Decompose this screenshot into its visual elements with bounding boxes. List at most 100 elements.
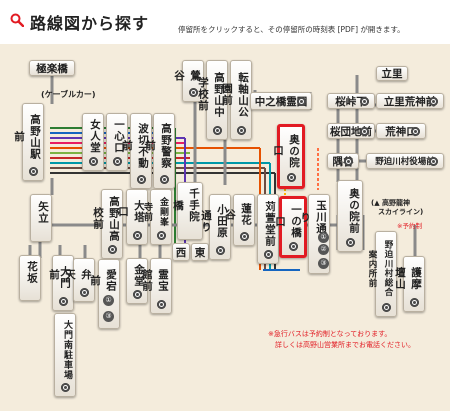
stop-gokurakubashi[interactable]: 極楽橋: [29, 60, 75, 76]
page-title: 路線図から探す: [30, 14, 150, 33]
stop-pin: [132, 290, 142, 299]
stop-pin: [381, 303, 391, 312]
stop-nosegawa-info[interactable]: 野迫川村総合案内所前: [367, 231, 397, 317]
stop-koyasan-eki[interactable]: 高野山駅前: [13, 103, 44, 181]
tamagawa-platform-2[interactable]: ②: [318, 244, 329, 255]
stop-sumida[interactable]: 隅谷: [327, 153, 359, 169]
stop-bentenmae[interactable]: 弁天前: [48, 258, 95, 302]
stop-namikiri[interactable]: 波切不動前: [121, 113, 152, 189]
stop-label: 女人堂: [89, 119, 101, 154]
stop-karukaya[interactable]: 苅萱堂前: [257, 194, 279, 264]
stop-tatesato[interactable]: 立里: [376, 66, 408, 81]
stop-daimon[interactable]: 大門: [52, 255, 74, 311]
stop-pin: [263, 250, 273, 259]
stop-label: 愛宕前: [89, 269, 117, 292]
stop-pin: [60, 383, 70, 392]
stop-label: 高野警察前: [144, 122, 172, 169]
tamagawa-platform-1-2[interactable]: ①: [318, 232, 329, 243]
stop-pin: [345, 238, 355, 247]
stop-uguisudani[interactable]: 鶯谷: [173, 60, 204, 102]
stop-label: 鶯谷: [173, 69, 201, 82]
stop-label: 極楽橋: [36, 62, 68, 75]
stop-pin: [409, 298, 419, 307]
stop-pin: [132, 231, 142, 240]
stop-label: 小田原通り: [200, 204, 228, 239]
stop-sakuradanchi[interactable]: 桜団地前: [327, 123, 375, 139]
stop-ichinohashi[interactable]: 一の橋口: [274, 196, 307, 258]
stop-nakanohashi[interactable]: 中之橋霊園: [250, 92, 312, 110]
stop-gomazan[interactable]: 護摩壇山: [394, 256, 425, 312]
stop-label: 野迫川村総合案内所前: [367, 240, 393, 297]
stop-label: 高野山中学校前: [197, 71, 225, 118]
stop-odawara[interactable]: 小田原通り: [200, 194, 231, 260]
aikomae-platform-3-4[interactable]: ③: [103, 311, 114, 322]
stop-arakami[interactable]: 荒神口: [376, 123, 426, 139]
stop-label: 霊宝館前: [141, 269, 169, 292]
reservation-label: ※予約制: [397, 222, 422, 230]
stop-label: 苅萱堂前: [264, 200, 276, 247]
stop-label: 護摩壇山: [394, 267, 422, 290]
stop-daimon-minami[interactable]: 大門南駐車場: [54, 313, 76, 397]
stop-senjuin[interactable]: 千手院橋: [172, 182, 203, 240]
stop-label: 奥の院口: [272, 133, 300, 169]
stop-label: 弁天前: [48, 268, 92, 281]
stop-label: 荒神口: [385, 125, 417, 138]
stop-ya[interactable]: 矢立: [30, 194, 52, 242]
stop-ichinoguchi[interactable]: 一心口: [106, 113, 128, 171]
stop-label: 桜峠下: [335, 95, 367, 108]
stop-label: 東: [194, 246, 206, 259]
stop-pin: [79, 288, 89, 297]
reservation-note: ※急行バスは予約制となっております。 詳しくは高野山営業所までお電話ください。: [268, 330, 415, 349]
stop-label: 一心口: [113, 119, 125, 154]
tamagawa-platform-3[interactable]: ③: [318, 258, 329, 269]
stop-label: 矢立: [37, 201, 49, 224]
stop-pin: [212, 126, 222, 135]
stop-koyasan-kokomae[interactable]: 高野山高校前: [92, 189, 123, 259]
stop-label: 転軸山公園前: [221, 71, 249, 118]
stop-label: 金剛峯寺前: [142, 196, 168, 227]
stop-takano-keisatsu[interactable]: 高野警察前: [144, 113, 175, 189]
stop-koyasan-chugakko[interactable]: 高野山中学校前: [197, 60, 228, 140]
stop-label: 金堂: [133, 264, 145, 287]
stop-pin: [28, 167, 38, 176]
stop-hanasaka[interactable]: 花坂: [19, 255, 41, 301]
search-icon: [10, 13, 24, 27]
stop-tatesato-jinja[interactable]: 立里荒神前: [376, 93, 444, 109]
stop-kondo[interactable]: 金堂: [126, 258, 148, 304]
stop-sakuratouge[interactable]: 桜峠下: [327, 93, 375, 109]
stop-pin: [360, 126, 369, 136]
stop-label: 中之橋霊園: [254, 95, 308, 108]
stop-daimon-guchi[interactable]: 大塔口: [117, 189, 148, 245]
aikomae-platform-1-2[interactable]: ①: [103, 295, 114, 306]
stop-tenjiku[interactable]: 転軸山公園前: [221, 60, 252, 140]
stop-label: 波切不動前: [121, 122, 149, 169]
stop-pin: [215, 246, 225, 255]
stop-pin: [58, 297, 68, 306]
stop-renge[interactable]: 蓮花谷: [224, 194, 255, 246]
stop-label: 蓮花谷: [224, 203, 252, 226]
stop-label: 大門: [59, 266, 71, 289]
stop-senjuin-higashi[interactable]: 東: [191, 243, 209, 261]
stop-label: 大塔口: [117, 200, 145, 223]
stop-kondomae[interactable]: 金剛峯寺前: [142, 189, 172, 245]
stop-pin: [107, 245, 117, 254]
stop-pin: [239, 232, 249, 241]
stop-label: 高野山高校前: [92, 195, 120, 242]
stop-nosegawa[interactable]: 野迫川村役場前: [366, 153, 444, 169]
page-header: 路線図から探す 停留所をクリックすると、その停留所の時刻表 [PDF] が開きま…: [0, 0, 450, 44]
stop-reihokan[interactable]: 霊宝館前: [141, 258, 172, 314]
stop-nyonindo[interactable]: 女人堂: [82, 113, 104, 171]
stop-label: 野迫川村役場前: [375, 157, 435, 167]
stop-senjuin-nishi[interactable]: 西: [172, 243, 190, 261]
stop-pin: [136, 175, 146, 184]
stop-label: 西: [175, 246, 187, 259]
stop-label: 花坂: [26, 261, 38, 284]
stop-pin: [159, 175, 169, 184]
stop-okunoin-mae[interactable]: 奥の院前: [337, 180, 363, 252]
stop-okunoin-guchi[interactable]: 奥の院口: [272, 124, 305, 189]
stop-pin: [112, 157, 122, 166]
stop-label: 高野山駅前: [13, 113, 41, 160]
stop-aikomae[interactable]: 愛宕前: [89, 259, 120, 329]
stop-pin: [188, 88, 198, 97]
stop-pin: [429, 96, 438, 106]
